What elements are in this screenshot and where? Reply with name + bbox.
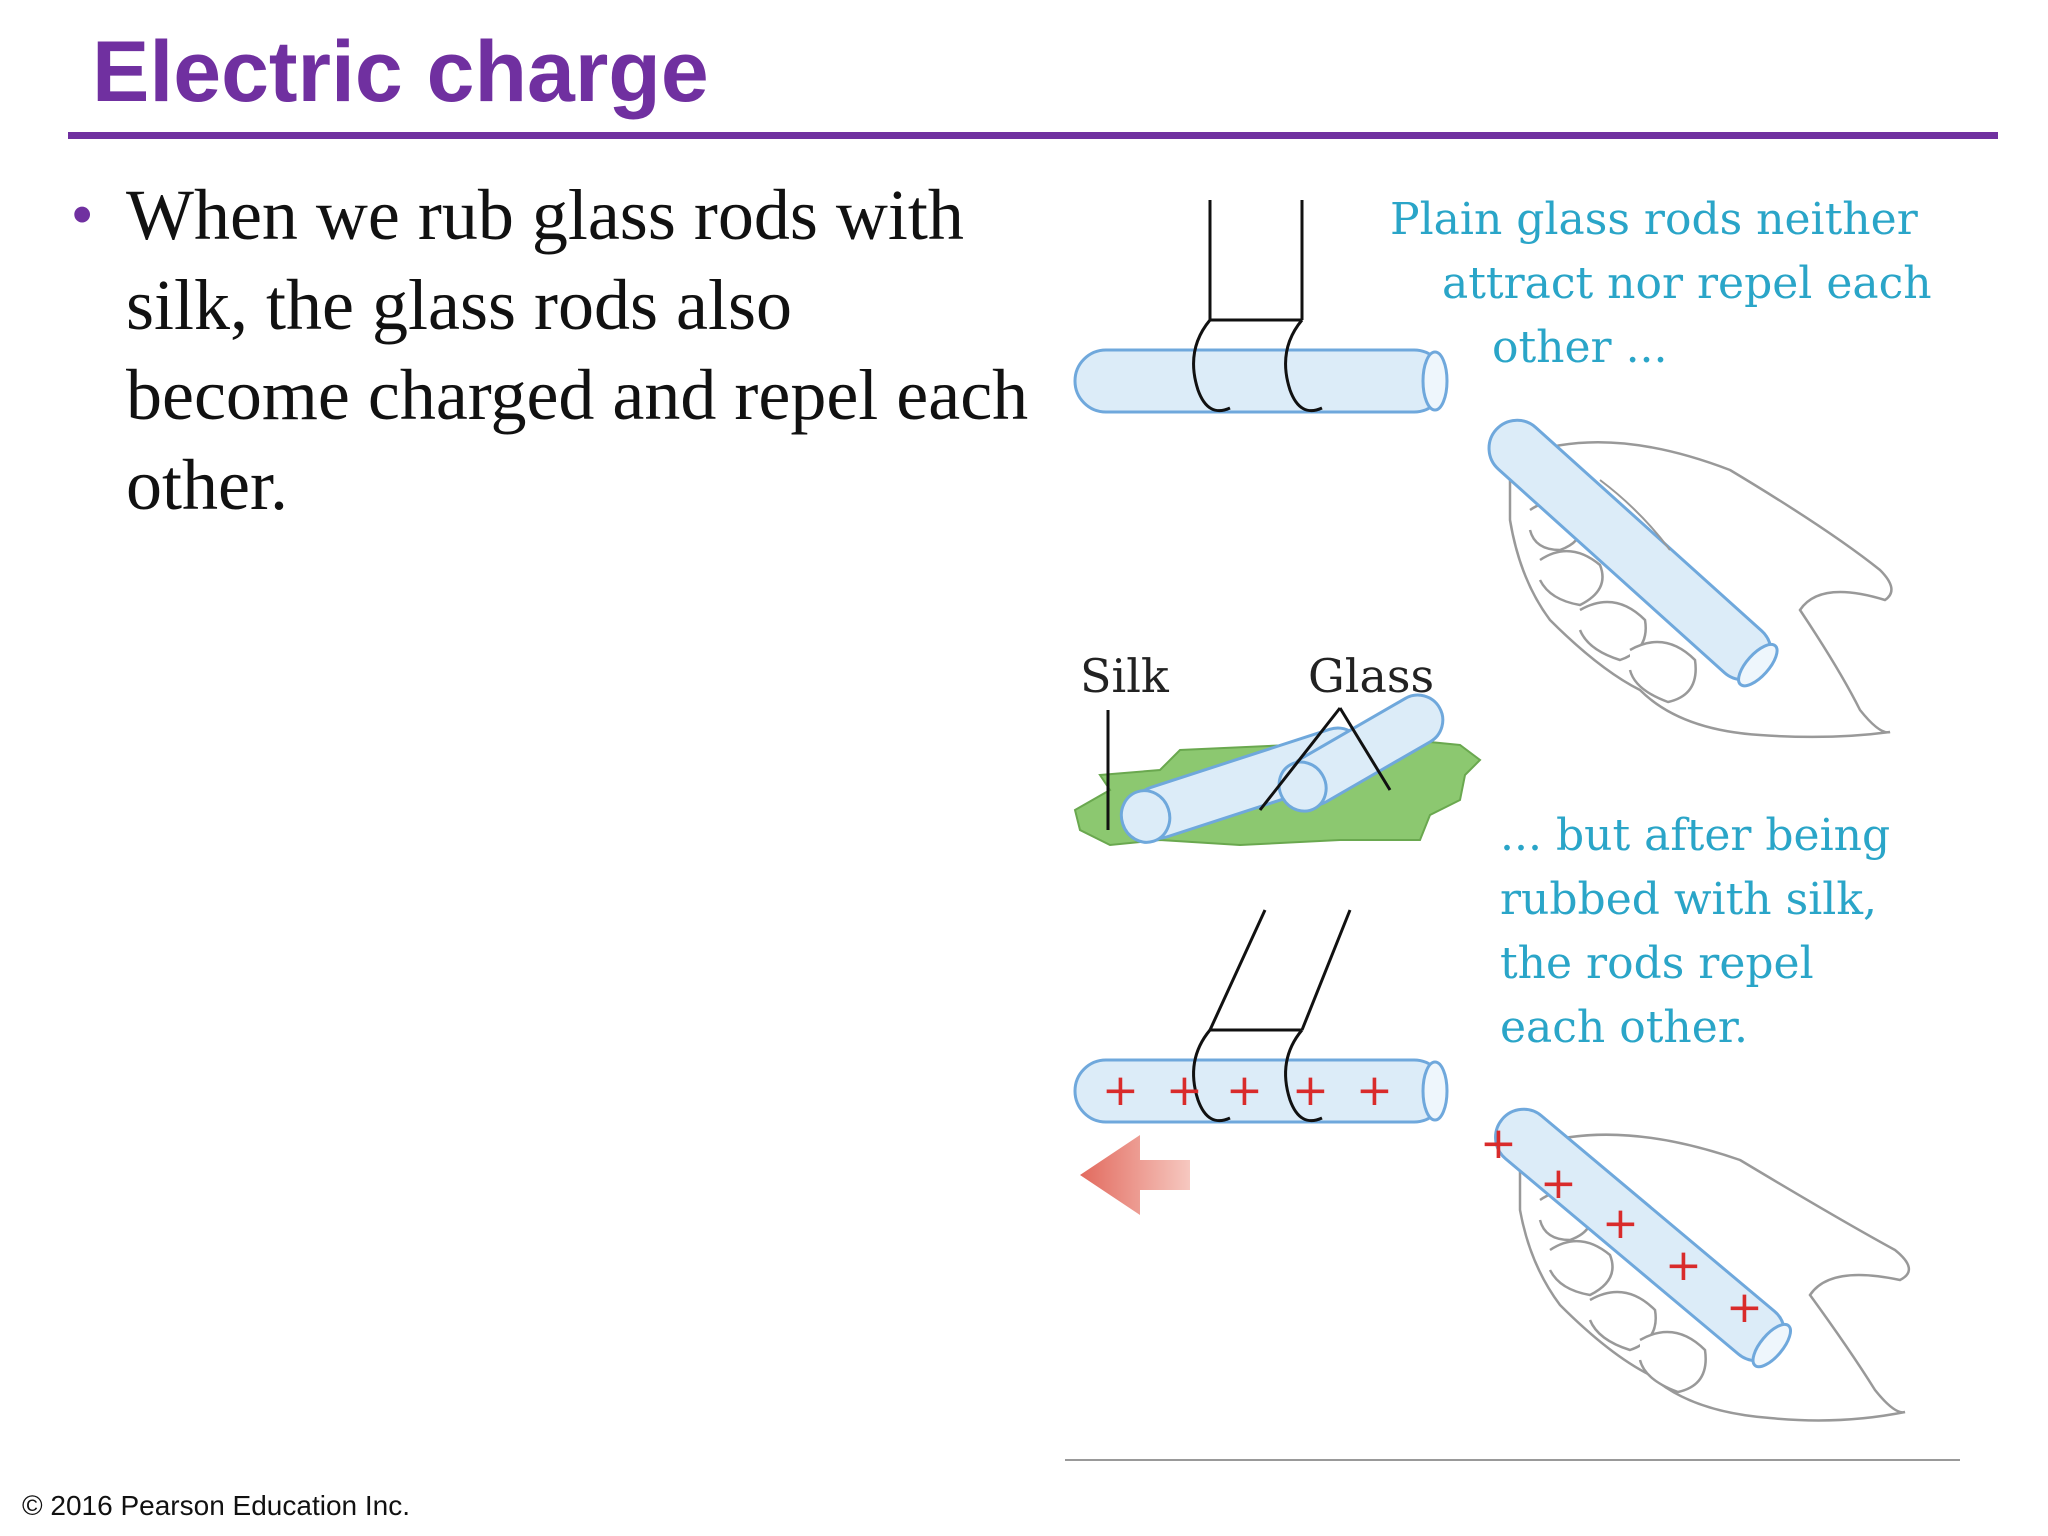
bullet-item: • When we rub glass rods with silk, the …: [72, 170, 1032, 530]
hand-holding-rod-uncharged: [1487, 418, 1893, 739]
charge-plus-icon: +: [1102, 1065, 1139, 1116]
bullet-text: When we rub glass rods with silk, the gl…: [126, 175, 1029, 525]
caption-bottom-line-1: ... but after being: [1500, 810, 1891, 861]
charge-plus-icon: +: [1480, 1118, 1517, 1169]
slide-title: Electric charge: [92, 24, 709, 120]
silk-cloth-with-rods: [1073, 693, 1482, 847]
suspended-rod-uncharged: [1073, 200, 1449, 414]
charge-plus-icon: +: [1226, 1065, 1263, 1116]
label-silk: Silk: [1080, 649, 1169, 703]
label-glass: Glass: [1308, 649, 1435, 703]
charge-plus-icon: +: [1665, 1240, 1702, 1291]
suspended-rod-charged: + + + + +: [1073, 909, 1449, 1124]
glass-rods-illustration: + + + + + +: [1065, 200, 1960, 1461]
charge-plus-icon: +: [1602, 1198, 1639, 1249]
caption-bottom-line-4: each other.: [1500, 1002, 1748, 1053]
charge-plus-icon: +: [1540, 1158, 1577, 1209]
charge-plus-icon: +: [1166, 1065, 1203, 1116]
hand-holding-rod-charged: + + + + +: [1480, 1107, 1910, 1422]
caption-bottom-line-2: rubbed with silk,: [1500, 874, 1878, 925]
bullet-dot-icon: •: [72, 182, 93, 247]
glass-rods-figure: + + + + + +: [1040, 150, 1980, 1480]
charge-plus-icon: +: [1726, 1282, 1763, 1333]
charge-plus-icon: +: [1292, 1065, 1329, 1116]
repel-arrow-icon: [1080, 1135, 1190, 1215]
caption-top-line-2: attract nor repel each: [1442, 258, 1932, 309]
copyright-footer: © 2016 Pearson Education Inc.: [22, 1490, 410, 1521]
bullet-list: • When we rub glass rods with silk, the …: [72, 170, 1032, 530]
caption-top-line-3: other ...: [1492, 322, 1668, 373]
title-divider: [68, 132, 1998, 139]
charge-plus-icon: +: [1356, 1065, 1393, 1116]
caption-bottom-line-3: the rods repel: [1500, 938, 1814, 989]
caption-top-line-1: Plain glass rods neither: [1390, 194, 1918, 245]
